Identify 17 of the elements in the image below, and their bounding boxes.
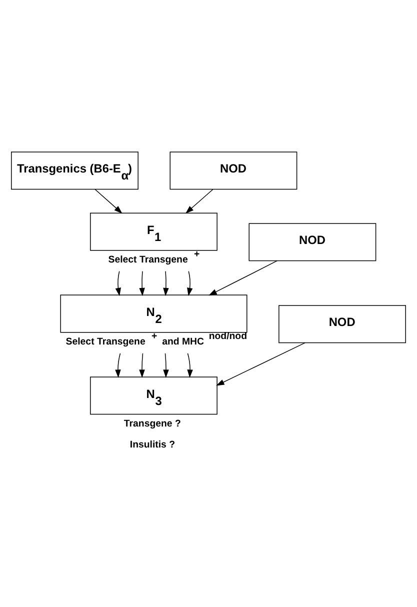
- arrow: [216, 342, 306, 386]
- arrow: [139, 352, 145, 378]
- arrow: [187, 270, 193, 296]
- node-box: NOD: [278, 304, 406, 343]
- arrow: [115, 270, 121, 296]
- arrow: [115, 352, 121, 378]
- arrow: [187, 352, 193, 378]
- arrow: [94, 188, 122, 214]
- arrow: [185, 188, 214, 214]
- node-box: NOD: [248, 222, 376, 261]
- node-label: Insulitis ?: [130, 438, 176, 450]
- arrow: [163, 352, 169, 378]
- node-box: NOD: [170, 151, 298, 190]
- node-label: Transgene ?: [124, 418, 181, 430]
- arrow: [163, 270, 169, 296]
- arrow: [139, 270, 145, 296]
- arrow: [208, 260, 278, 296]
